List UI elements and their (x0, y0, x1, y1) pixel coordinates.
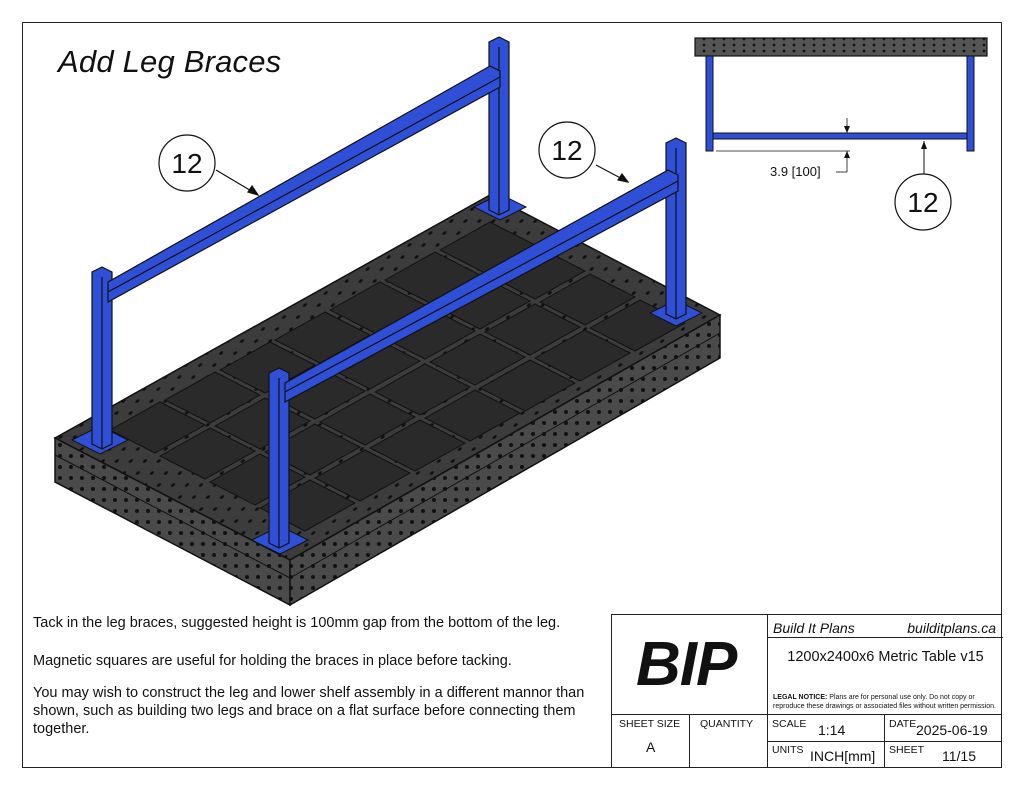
callout-label-right: 12 (551, 135, 583, 166)
scale-value: 1:14 (818, 722, 846, 738)
quantity-cell: QUANTITY (689, 714, 768, 768)
quantity-label: QUANTITY (700, 718, 754, 730)
scale-label: SCALE (772, 718, 807, 730)
inset-side-view (694, 37, 988, 175)
date-label: DATE (889, 718, 917, 730)
note-1: Tack in the leg braces, suggested height… (33, 615, 561, 631)
callout-circle-left (158, 134, 216, 192)
title-block: BIP Build It Plans builditplans.ca 1200x… (611, 614, 1003, 768)
legs (91, 36, 687, 549)
legal-label: LEGAL NOTICE: (773, 694, 828, 701)
legal-notice: LEGAL NOTICE: Plans are for personal use… (773, 693, 999, 711)
callout-circle-right (538, 121, 596, 179)
sheet-border (22, 22, 1002, 768)
legal-text: Plans are for personal use only. Do not … (773, 694, 996, 710)
sheet-number-cell: SHEET 11/15 (884, 741, 1002, 768)
company-name: Build It Plans (773, 620, 855, 636)
sheet-size-label: SHEET SIZE (619, 718, 681, 730)
sheet-size-value: A (646, 739, 656, 755)
callout-circle-inset (894, 173, 952, 231)
date-value: 2025-06-19 (916, 722, 988, 738)
units-label: UNITS (772, 744, 804, 756)
title-cell: Build It Plans builditplans.ca 1200x2400… (767, 614, 1003, 715)
website: builditplans.ca (907, 620, 996, 636)
leg-braces (107, 65, 679, 404)
sheet-size-cell: SHEET SIZE A (611, 714, 690, 768)
drawing-title: 1200x2400x6 Metric Table v15 (787, 649, 984, 665)
units-value: INCH[mm] (810, 748, 876, 764)
callout-leaders (215, 164, 630, 197)
note-2: Magnetic squares are useful for holding … (33, 653, 512, 669)
callout-label-inset: 12 (907, 187, 939, 218)
note-3: You may wish to construct the leg and lo… (33, 685, 585, 737)
scale-cell: SCALE 1:14 (767, 714, 885, 742)
logo-cell: BIP (611, 614, 768, 715)
callout-label-left: 12 (171, 148, 203, 179)
sheet-number-label: SHEET (889, 744, 925, 756)
logo-text: BIP (636, 630, 737, 699)
units-cell: UNITS INCH[mm] (767, 741, 885, 768)
page-title: Add Leg Braces (58, 44, 282, 79)
sheet-number-value: 11/15 (942, 748, 976, 764)
inset-dimension-label: 3.9 [100] (770, 164, 821, 179)
date-cell: DATE 2025-06-19 (884, 714, 1002, 742)
